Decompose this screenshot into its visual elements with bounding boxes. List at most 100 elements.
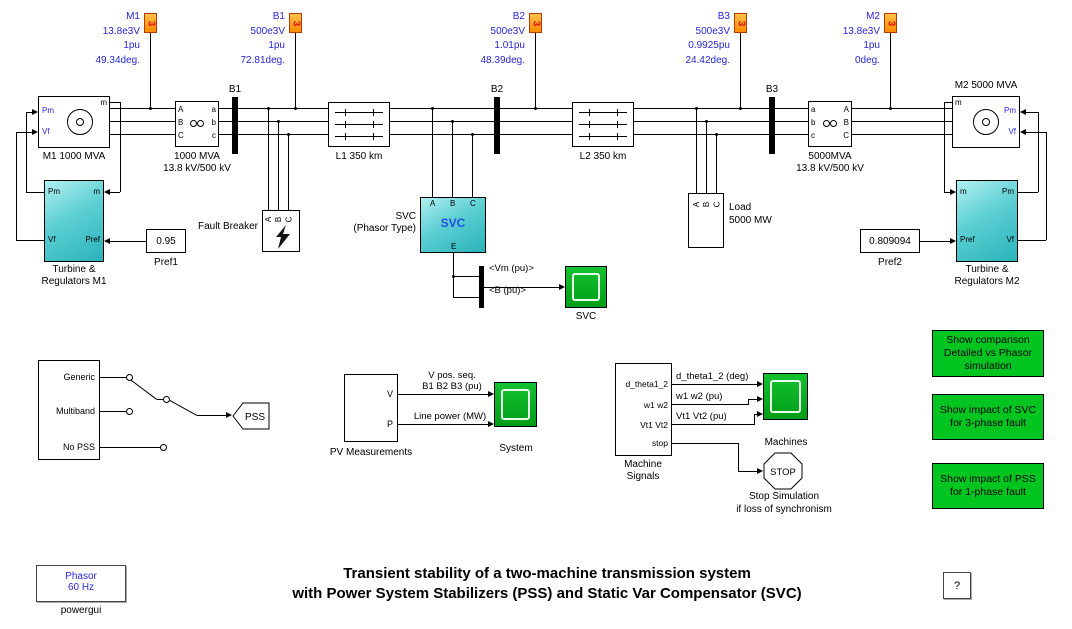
fault-breaker-label: Fault Breaker bbox=[197, 221, 258, 232]
port-label: No PSS bbox=[62, 442, 95, 452]
turbine2-label: Turbine & bbox=[965, 264, 1009, 275]
transformer2-block[interactable]: a b c A B C bbox=[808, 101, 852, 147]
port-label: E bbox=[451, 242, 457, 251]
junction-dot bbox=[534, 107, 537, 110]
line-l1-block[interactable] bbox=[328, 102, 390, 147]
wire bbox=[110, 134, 952, 135]
wire bbox=[278, 121, 279, 210]
b1-scope-icon[interactable]: 3 bbox=[289, 13, 302, 33]
port-label: Pref bbox=[85, 235, 100, 244]
wire bbox=[157, 399, 166, 400]
m2-scope-icon[interactable]: 3 bbox=[884, 13, 897, 33]
port-label: Generic bbox=[63, 372, 95, 382]
vt1vt2-signal-label: Vt1 Vt2 (pu) bbox=[676, 411, 727, 422]
svc-b-signal-label: <B (pu)> bbox=[489, 285, 526, 296]
system-scope-label: System bbox=[499, 443, 533, 454]
wire bbox=[1026, 112, 1038, 113]
stop-block[interactable]: STOP bbox=[763, 452, 803, 490]
b2-scope-icon[interactable]: 3 bbox=[529, 13, 542, 33]
pref2-constant[interactable]: 0.809094 bbox=[860, 229, 920, 253]
decor bbox=[76, 118, 84, 126]
decor bbox=[617, 121, 618, 128]
powergui-label: powergui bbox=[60, 605, 102, 616]
decor bbox=[589, 133, 590, 140]
machine-m1-block[interactable]: Pm Vf m bbox=[38, 96, 110, 148]
bus-b1[interactable] bbox=[232, 97, 238, 154]
decor: B3 bbox=[717, 11, 730, 22]
turbine-regulators-m1-block[interactable]: Pm m Vf Pref bbox=[44, 180, 104, 262]
wire bbox=[484, 287, 559, 288]
winding-icon bbox=[830, 120, 837, 127]
decor bbox=[335, 136, 383, 137]
wire bbox=[672, 443, 739, 444]
m1-scope-icon[interactable]: 3 bbox=[144, 13, 157, 33]
wire bbox=[1038, 112, 1039, 192]
line-power-signal-label: Line power (MW) bbox=[413, 411, 487, 422]
v-pos-seq-signal-label2: B1 B2 B3 (pu) bbox=[422, 381, 482, 392]
powergui-block[interactable]: Phasor 60 Hz bbox=[36, 565, 126, 602]
svc-scope[interactable] bbox=[565, 266, 607, 308]
transformer2-label: 5000MVA bbox=[808, 151, 852, 162]
bus-b2-label: B2 bbox=[490, 84, 504, 95]
wire bbox=[740, 33, 741, 108]
pss-selector-block[interactable]: Generic Multiband No PSS bbox=[38, 360, 100, 460]
port-label: a bbox=[811, 105, 816, 114]
stop-label2: if loss of synchronism bbox=[736, 504, 832, 515]
decor: 3 bbox=[290, 20, 301, 26]
wire bbox=[748, 399, 757, 400]
line-l2-block[interactable] bbox=[572, 102, 634, 147]
machines-scope[interactable] bbox=[763, 373, 808, 420]
junction-dot bbox=[695, 107, 698, 110]
wire bbox=[738, 471, 757, 472]
bus-b3[interactable] bbox=[769, 97, 775, 154]
decor: B2 bbox=[512, 11, 525, 22]
wire bbox=[120, 102, 121, 192]
decor bbox=[579, 112, 627, 113]
winding-icon bbox=[197, 120, 204, 127]
svc-vm-signal-label: <Vm (pu)> bbox=[489, 263, 534, 274]
wire bbox=[754, 414, 758, 415]
decor: 500e3V bbox=[250, 25, 285, 37]
arrowhead bbox=[757, 411, 763, 417]
mux[interactable] bbox=[479, 266, 484, 308]
wire bbox=[890, 33, 891, 108]
wire bbox=[26, 112, 27, 192]
wire bbox=[716, 134, 717, 193]
b3-scope-icon[interactable]: 3 bbox=[734, 13, 747, 33]
load-block[interactable]: A B C bbox=[688, 193, 724, 248]
decor bbox=[276, 225, 290, 249]
wire bbox=[295, 33, 296, 108]
wire bbox=[944, 102, 945, 192]
wire bbox=[197, 415, 226, 416]
pref1-constant[interactable]: 0.95 bbox=[146, 229, 186, 253]
pss-goto-tag[interactable]: PSS bbox=[232, 402, 270, 430]
scope-screen-icon bbox=[572, 273, 600, 301]
pv-measurements-block[interactable]: V P bbox=[344, 374, 398, 442]
arrowhead bbox=[104, 189, 110, 195]
bus-b2[interactable] bbox=[494, 97, 500, 154]
svc-block[interactable]: A B C SVC E bbox=[420, 197, 486, 253]
bus-b1-label: B1 bbox=[228, 84, 242, 95]
system-scope[interactable] bbox=[494, 382, 537, 427]
port-label: B bbox=[450, 199, 456, 208]
arrowhead bbox=[950, 189, 956, 195]
wire bbox=[169, 400, 198, 416]
machine-m2-block[interactable]: Pm Vf m bbox=[952, 96, 1020, 148]
decor bbox=[232, 402, 270, 430]
line-l2-label: L2 350 km bbox=[579, 151, 627, 162]
fault-breaker-block[interactable]: A B C bbox=[262, 210, 300, 252]
turbine-regulators-m2-block[interactable]: m Pm Pref Vf bbox=[956, 180, 1018, 262]
junction-dot bbox=[277, 120, 280, 123]
switch-contact bbox=[160, 444, 167, 451]
wire bbox=[398, 394, 488, 395]
help-block[interactable]: ? bbox=[943, 572, 971, 599]
decor: 48.39deg. bbox=[480, 54, 526, 66]
machine-signals-block[interactable]: d_theta1_2 w1 w2 Vt1 Vt2 stop bbox=[615, 363, 672, 456]
svc-scope-label: SVC bbox=[575, 311, 597, 322]
transformer1-block[interactable]: A B C a b c bbox=[175, 101, 219, 147]
decor bbox=[335, 124, 383, 125]
